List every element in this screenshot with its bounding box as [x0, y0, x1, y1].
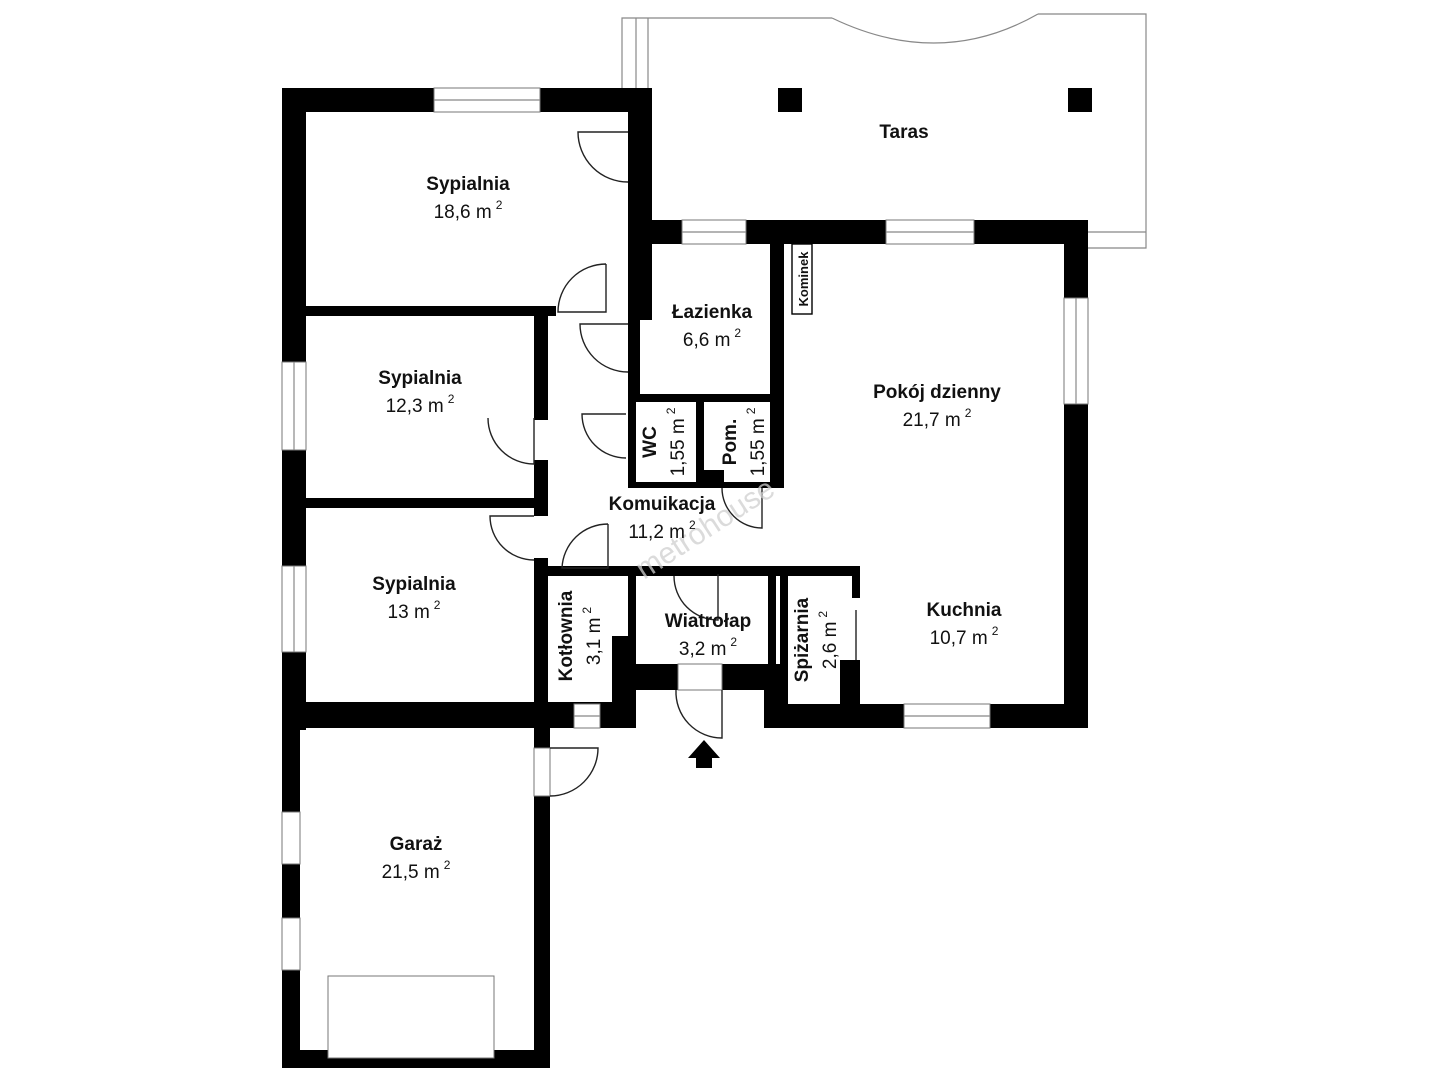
room-area: 2,6 m 2	[816, 611, 841, 670]
room-sypialnia-3: Sypialnia 13 m 2	[372, 574, 456, 623]
room-area: 21,7 m 2	[903, 406, 972, 431]
room-name: Kotłownia	[556, 590, 577, 681]
room-name: Wiatrołap	[665, 611, 751, 632]
room-area-unit-sup: 2	[734, 326, 741, 340]
room-area: 1,55 m 2	[744, 407, 769, 476]
room-area: 13 m 2	[388, 598, 441, 623]
room-sypialnia-1: Sypialnia 18,6 m 2	[426, 174, 510, 223]
room-area-unit-sup: 2	[664, 407, 678, 414]
room-area: 21,5 m 2	[382, 858, 451, 883]
entrance-arrow-icon	[688, 740, 720, 768]
room-name: Łazienka	[672, 302, 753, 323]
room-area-value: 3,2 m	[679, 639, 727, 660]
room-area-value: 13 m	[388, 602, 430, 623]
room-area: 10,7 m 2	[930, 624, 999, 649]
room-area-value: 6,6 m	[683, 330, 731, 351]
room-sypialnia-2: Sypialnia 12,3 m 2	[378, 368, 462, 417]
room-area-unit-sup: 2	[434, 598, 441, 612]
room-area: 18,6 m 2	[434, 198, 503, 223]
room-area-value: 21,5 m	[382, 862, 440, 883]
room-area-unit-sup: 2	[992, 624, 999, 638]
room-area-unit-sup: 2	[580, 607, 594, 614]
room-area-unit-sup: 2	[496, 198, 503, 212]
room-kotlownia: Kotłownia 3,1 m 2	[556, 590, 605, 681]
room-name: Kuchnia	[927, 600, 1002, 621]
room-area: 12,3 m 2	[386, 392, 455, 417]
windows	[281, 87, 1089, 1059]
room-area-value: 1,55 m	[668, 418, 689, 476]
room-name: Garaż	[390, 834, 443, 855]
room-area-unit-sup: 2	[816, 611, 830, 618]
terrace-label: Taras	[879, 122, 928, 143]
room-name: Komuikacja	[609, 494, 716, 515]
fireplace-label: Kominek	[796, 251, 811, 307]
room-pokoj-dzienny: Pokój dzienny 21,7 m 2	[873, 382, 1001, 431]
room-area-value: 18,6 m	[434, 202, 492, 223]
room-name: Sypialnia	[372, 574, 456, 595]
room-area: 3,1 m 2	[580, 607, 605, 666]
room-area-value: 2,6 m	[820, 622, 841, 670]
room-area-value: 3,1 m	[584, 618, 605, 666]
room-area-value: 21,7 m	[903, 410, 961, 431]
room-area: 11,2 m 2	[628, 518, 696, 543]
room-name: Pokój dzienny	[873, 382, 1001, 403]
room-name: Spiżarnia	[792, 597, 813, 682]
terrace-outline	[621, 13, 1147, 249]
room-komunikacja: Komuikacja 11,2 m 2	[609, 494, 716, 543]
room-area-value: 11,2 m	[628, 522, 685, 543]
room-name: Sypialnia	[426, 174, 510, 195]
room-area-unit-sup: 2	[744, 407, 758, 414]
doors	[487, 131, 857, 797]
room-area-unit-sup: 2	[689, 518, 696, 532]
room-name: WC	[640, 426, 661, 458]
room-area-unit-sup: 2	[730, 635, 737, 649]
room-area-unit-sup: 2	[965, 406, 972, 420]
room-area-value: 1,55 m	[748, 418, 769, 476]
room-area-unit-sup: 2	[444, 858, 451, 872]
fireplace	[791, 243, 813, 315]
room-area: 1,55 m 2	[664, 407, 689, 476]
room-name: Pom.	[720, 419, 741, 465]
room-area-value: 10,7 m	[930, 628, 988, 649]
room-spizarnia: Spiżarnia 2,6 m 2	[792, 597, 841, 682]
room-wc: WC 1,55 m 2	[640, 407, 689, 476]
room-kuchnia: Kuchnia 10,7 m 2	[927, 600, 1002, 649]
room-area-unit-sup: 2	[448, 392, 455, 406]
room-pom: Pom. 1,55 m 2	[720, 407, 769, 476]
room-name: Sypialnia	[378, 368, 462, 389]
room-area-value: 12,3 m	[386, 396, 444, 417]
room-garaz: Garaż 21,5 m 2	[382, 834, 451, 883]
